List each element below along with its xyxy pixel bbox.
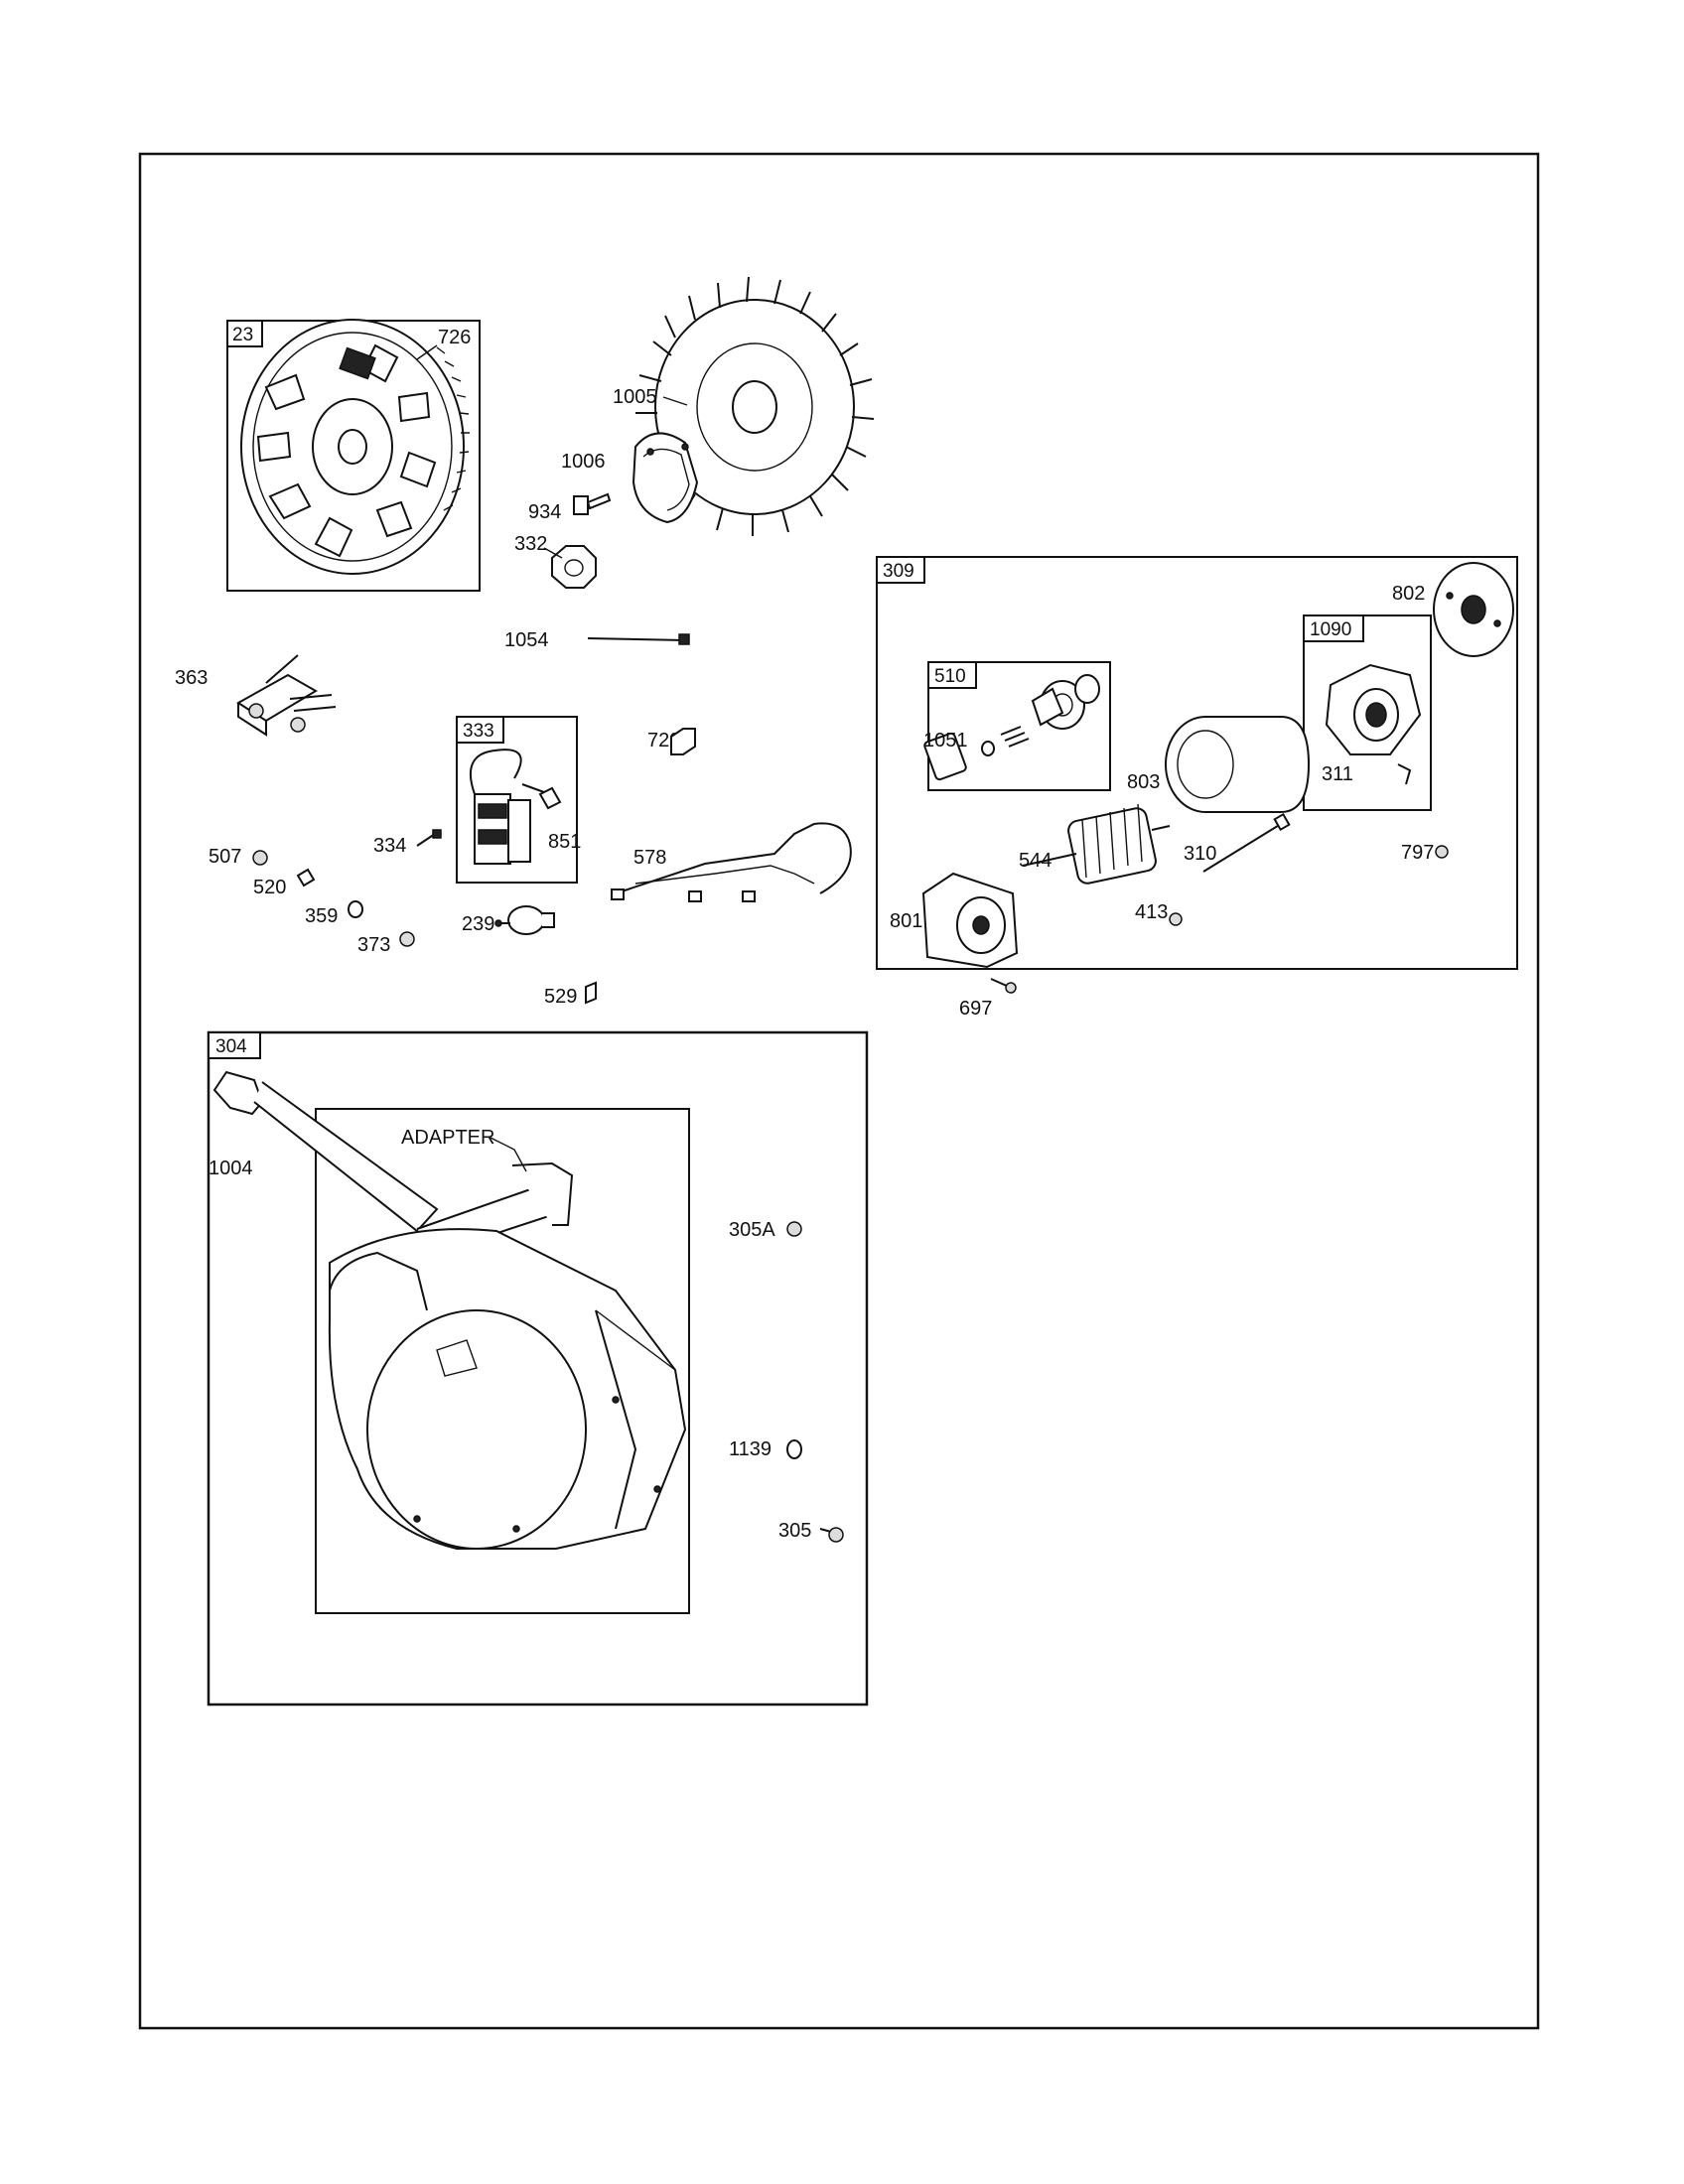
group-309-box: 309	[876, 556, 1518, 970]
bolt-934-drawing	[573, 492, 612, 515]
switch-239-drawing	[494, 905, 555, 935]
label-802: 802	[1392, 583, 1425, 605]
label-578: 578	[633, 847, 666, 869]
bolt-310-drawing	[1202, 812, 1291, 873]
page-frame	[138, 152, 1540, 2030]
nut-332-drawing	[551, 545, 597, 589]
label-801: 801	[890, 910, 922, 932]
fan-drawing	[635, 276, 875, 536]
label-332: 332	[514, 533, 547, 555]
armature-544-drawing	[1022, 803, 1171, 885]
label-359: 359	[305, 905, 338, 927]
label-311: 311	[1322, 763, 1353, 785]
label-310: 310	[1184, 843, 1216, 865]
endcap-801-drawing	[921, 872, 1019, 969]
label-697: 697	[959, 998, 992, 1020]
label-507: 507	[209, 846, 241, 868]
label-851: 851	[548, 831, 581, 853]
leader-adapter	[490, 1137, 527, 1172]
screw-507-drawing	[252, 850, 268, 866]
bolt-697-drawing	[990, 978, 1017, 994]
group-510-box: 510	[927, 661, 1111, 791]
label-239: 239	[462, 913, 494, 935]
group-1090-tag: 1090	[1310, 619, 1351, 640]
tie-1054-drawing	[587, 633, 690, 645]
plate-802-drawing	[1433, 562, 1514, 657]
label-520: 520	[253, 877, 286, 898]
label-334: 334	[373, 835, 406, 857]
screw-334-head	[432, 829, 442, 839]
flywheel-drawing	[240, 319, 470, 575]
nut-797-drawing	[1435, 845, 1449, 859]
label-363: 363	[175, 667, 208, 689]
wire-578-drawing	[611, 822, 852, 902]
label-1005: 1005	[613, 386, 657, 408]
group-304-box: 304	[207, 1030, 869, 1706]
label-373: 373	[357, 934, 390, 956]
group-510-tag: 510	[934, 666, 966, 687]
label-1051: 1051	[923, 730, 968, 751]
bolt-305-drawing	[819, 1527, 844, 1543]
leader-332	[543, 547, 563, 559]
screw-334-drawing	[416, 833, 436, 847]
label-305: 305	[778, 1520, 811, 1542]
label-305A: 305A	[729, 1219, 775, 1241]
label-726: 726	[438, 327, 471, 348]
nut-373-drawing	[399, 931, 415, 947]
leader-726	[416, 344, 438, 360]
nut-413-drawing	[1169, 912, 1183, 926]
clip-529-drawing	[585, 981, 597, 1005]
group-333-box: 333	[456, 716, 578, 884]
label-1139: 1139	[729, 1438, 772, 1460]
label-544: 544	[1019, 850, 1052, 872]
label-797: 797	[1401, 842, 1434, 864]
label-adapter: ADAPTER	[401, 1127, 494, 1149]
group-309-tag: 309	[883, 561, 914, 582]
label-803: 803	[1127, 771, 1160, 793]
clip-520-drawing	[296, 868, 316, 887]
group-333-tag: 333	[463, 721, 494, 742]
label-413: 413	[1135, 901, 1168, 923]
clip-729-drawing	[670, 728, 696, 755]
screen-1006-drawing	[632, 432, 699, 524]
label-1004: 1004	[209, 1158, 253, 1179]
label-529: 529	[544, 986, 577, 1008]
label-1054: 1054	[504, 629, 549, 651]
housing-803-drawing	[1165, 716, 1311, 813]
leader-1005	[662, 396, 688, 406]
bolt-305A-drawing	[786, 1221, 802, 1237]
label-1006: 1006	[561, 451, 606, 473]
group-1090-box: 1090	[1303, 614, 1432, 811]
coil-drawing	[470, 749, 562, 865]
drive-510-drawing	[923, 674, 1100, 781]
group-23-tag: 23	[232, 325, 253, 345]
bracket-363-drawing	[236, 654, 337, 737]
group-304-tag: 304	[215, 1036, 247, 1057]
label-934: 934	[528, 501, 561, 523]
washer-1139-drawing	[786, 1439, 802, 1459]
washer-359-drawing	[348, 900, 363, 918]
blower-housing-drawing	[212, 1070, 687, 1550]
brush-holder-1090-drawing	[1325, 663, 1422, 785]
